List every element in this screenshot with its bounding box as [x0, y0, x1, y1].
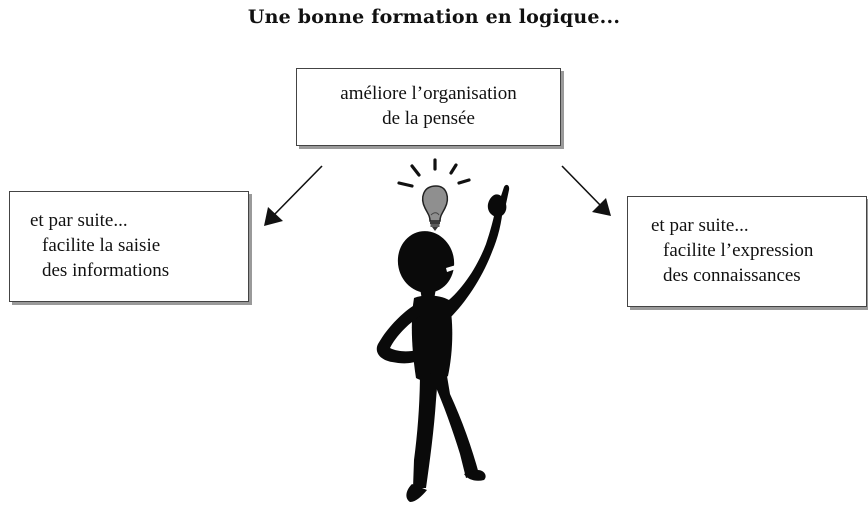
box-expression-line-2: facilite l’expression	[663, 240, 814, 261]
box-saisie-line-3: des informations	[42, 260, 170, 281]
box-saisie: et par suite... facilite la saisie des i…	[9, 191, 249, 302]
diagram-title: Une bonne formation en logique...	[247, 6, 621, 28]
box-expression-line-3: des connaissances	[663, 265, 801, 286]
box-expression-line-1: et par suite...	[651, 215, 749, 236]
box-saisie-line-2: facilite la saisie	[42, 235, 161, 256]
arrow-down-right-icon	[561, 165, 611, 216]
box-organisation: améliore l’organisation de la pensée	[296, 68, 561, 146]
thinking-figure-icon	[376, 184, 510, 502]
arrow-down-left-icon	[264, 165, 323, 226]
box-expression: et par suite... facilite l’expression de…	[627, 196, 867, 307]
box-organisation-line-1: améliore l’organisation	[340, 83, 517, 104]
box-organisation-line-2: de la pensée	[382, 108, 475, 129]
box-saisie-line-1: et par suite...	[30, 210, 128, 231]
light-bulb-icon	[397, 158, 471, 231]
